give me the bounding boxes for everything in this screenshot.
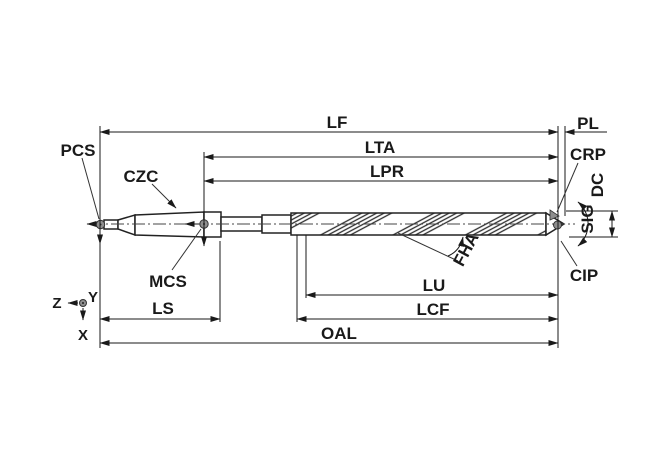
callout-czc: CZC xyxy=(124,167,177,209)
drill-body xyxy=(90,211,575,238)
label-pl: PL xyxy=(577,114,599,133)
axes-origin-dot xyxy=(82,302,84,304)
drill-taper-transition xyxy=(117,213,136,237)
cip-leader xyxy=(560,240,578,267)
dim-lpr: LPR xyxy=(203,162,559,184)
coordinate-axes: Z Y X xyxy=(52,289,98,344)
dim-dc: DC xyxy=(566,173,618,238)
crp-leader xyxy=(556,162,579,213)
crp-corner-marker xyxy=(549,209,560,221)
callout-mcs: MCS xyxy=(149,228,202,291)
label-pcs: PCS xyxy=(61,141,96,160)
label-mcs: MCS xyxy=(149,272,187,291)
dim-sig: SIG xyxy=(577,201,597,247)
dim-lcf: LCF xyxy=(296,300,559,322)
label-lu: LU xyxy=(423,276,446,295)
dim-oal: OAL xyxy=(99,324,559,346)
sig-angle-arc xyxy=(577,201,589,247)
label-axis-x: X xyxy=(78,327,88,344)
fha-flute-line xyxy=(397,232,459,262)
label-axis-z: Z xyxy=(52,295,61,312)
label-oal: OAL xyxy=(321,324,357,343)
label-lcf: LCF xyxy=(416,300,449,319)
label-lf: LF xyxy=(327,113,348,132)
dim-ls: LS xyxy=(99,299,221,322)
dim-lta: LTA xyxy=(203,138,559,160)
label-czc: CZC xyxy=(124,167,159,186)
label-sig: SIG xyxy=(578,204,597,233)
label-dc: DC xyxy=(588,173,607,198)
dim-lf: LF xyxy=(99,113,559,135)
label-crp: CRP xyxy=(570,145,606,164)
label-ls: LS xyxy=(152,299,174,318)
czc-leader xyxy=(151,183,177,209)
fha-angle-arc xyxy=(447,236,464,257)
callout-crp: CRP xyxy=(556,145,606,213)
pcs-leader xyxy=(81,157,100,220)
label-lta: LTA xyxy=(365,138,396,157)
callout-pcs: PCS xyxy=(61,141,100,220)
label-lpr: LPR xyxy=(370,162,404,181)
callout-cip: CIP xyxy=(560,240,598,285)
extension-lines xyxy=(99,126,566,348)
dim-lu: LU xyxy=(305,276,559,298)
mcs-leader xyxy=(171,228,202,271)
drill-pilot-pin xyxy=(103,219,119,230)
label-axis-y: Y xyxy=(88,289,98,306)
pcs-marker xyxy=(86,219,106,245)
dim-pl: PL xyxy=(564,114,607,135)
label-cip: CIP xyxy=(570,266,598,285)
